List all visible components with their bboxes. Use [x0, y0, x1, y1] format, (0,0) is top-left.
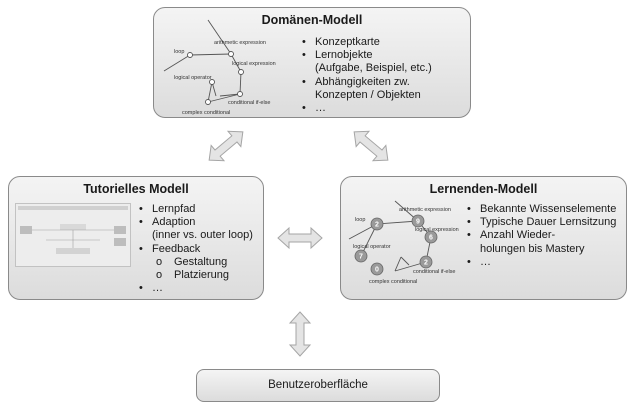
badge-loop: 2 [375, 222, 379, 229]
domain-bullet-1: Konzeptkarte [302, 36, 432, 49]
learner-bullet-1: Bekannte Wissenselemente [467, 203, 616, 216]
domain-model-title: Domänen-Modell [261, 13, 363, 27]
learner-model-bullets: Bekannte Wissenselemente Typische Dauer … [467, 203, 616, 269]
learner-node-conditional: conditional if-else [413, 269, 456, 275]
domain-bullet-3: Abhängigkeiten zw. [302, 76, 432, 89]
tutor-model-box: Tutorielles Modell Lernpfad Adaption (in… [8, 176, 264, 300]
tutor-bullet-4: … [139, 282, 253, 295]
tutor-thumbnail [15, 203, 131, 267]
domain-bullet-4: … [302, 102, 432, 115]
tutor-sub-bullet-1: Gestaltung [152, 256, 253, 269]
badge-complex: 0 [375, 267, 379, 274]
user-interface-box: Benutzeroberfläche [196, 369, 440, 402]
tutor-sub-bullet-2: Platzierung [152, 269, 253, 282]
domain-model-box: Domänen-Modell loop arithmetic expressio… [153, 7, 471, 118]
learner-node-arithmetic: arithmetic expression [399, 207, 451, 213]
arrow-domain-tutor [202, 123, 250, 169]
learner-concept-map-graph: 2 9 6 7 0 2 loop arithmetic expression l… [348, 200, 459, 285]
node-complex-conditional: complex conditional [182, 110, 230, 116]
learner-bullet-3: Anzahl Wieder- [467, 229, 616, 242]
badge-logical-expression: 6 [429, 235, 433, 242]
learner-node-loop: loop [355, 217, 365, 223]
tutor-thumbnail-graphic [18, 206, 128, 254]
learner-model-box: Lernenden-Modell 2 9 6 7 0 2 [340, 176, 627, 300]
tutor-bullet-1: Lernpfad [139, 203, 253, 216]
domain-bullet-2-cont: (Aufgabe, Beispiel, etc.) [315, 62, 432, 75]
node-loop: loop [174, 49, 184, 55]
domain-bullet-2: Lernobjekte [302, 49, 432, 62]
tutor-sub-bullets: Gestaltung Platzierung [152, 256, 253, 283]
learner-bullet-4: … [467, 256, 616, 269]
arrow-domain-learner [347, 123, 395, 169]
concept-map-graph: loop arithmetic expression logical expre… [163, 19, 276, 116]
arrow-tutor-learner [277, 227, 323, 249]
badge-arithmetic: 9 [416, 219, 420, 226]
node-logical-operator: logical operator [174, 75, 212, 81]
tutor-bullet-2: Adaption [139, 216, 253, 229]
node-arithmetic-expression: arithmetic expression [214, 40, 266, 46]
learner-bullet-3-cont: holungen bis Mastery [480, 242, 585, 255]
node-logical-expression: logical expression [232, 61, 276, 67]
learner-node-complex: complex conditional [369, 279, 417, 285]
tutor-bullet-3: Feedback [139, 243, 253, 256]
learner-model-title: Lernenden-Modell [429, 182, 538, 196]
node-conditional: conditional if-else [228, 100, 271, 106]
tutor-model-bullets: Lernpfad Adaption (inner vs. outer loop)… [139, 203, 253, 296]
badge-logical-operator: 7 [359, 254, 363, 261]
tutor-sub-list: Gestaltung Platzierung [139, 256, 253, 283]
tutor-bullet-2-cont: (inner vs. outer loop) [152, 229, 253, 242]
learner-node-logical-expression: logical expression [415, 227, 459, 233]
badge-conditional: 2 [424, 260, 428, 267]
user-interface-title: Benutzeroberfläche [268, 379, 368, 391]
learner-bullet-2: Typische Dauer Lernsitzung [467, 216, 616, 229]
tutor-model-title: Tutorielles Modell [83, 182, 189, 196]
learner-node-logical-operator: logical operator [353, 244, 391, 250]
domain-bullet-3-cont: Konzepten / Objekten [315, 88, 421, 101]
domain-model-bullets: Konzeptkarte Lernobjekte (Aufgabe, Beisp… [302, 36, 432, 115]
arrow-tutor-ui [289, 311, 311, 357]
